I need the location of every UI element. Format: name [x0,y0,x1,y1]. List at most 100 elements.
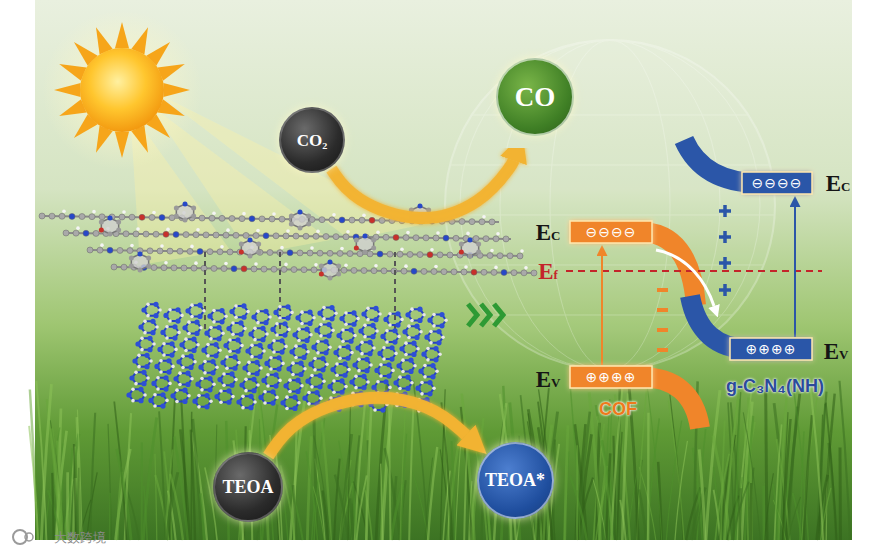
atom [245,348,250,353]
atom [310,374,314,378]
atom [207,249,213,255]
atom [188,354,193,359]
atom [251,266,257,272]
charge-symbols: ⊕⊕⊕⊕ [746,341,797,357]
atom [346,230,350,234]
atom [350,351,354,355]
atom [256,229,260,233]
atom [191,348,196,353]
atom [229,371,234,376]
atom [213,232,219,238]
atom [360,352,364,356]
atom [159,370,163,374]
band-edge-label-text: EC [536,221,561,244]
atom [235,349,240,354]
atom [177,331,181,335]
atom [402,329,407,334]
atom [361,374,366,379]
atom [351,310,356,315]
atom [341,328,345,332]
charge-symbols-text: ⊖⊖⊖⊖ [586,225,637,239]
atom [184,349,188,353]
atom [279,338,284,343]
atom [307,402,311,406]
atom [119,214,125,220]
atom [491,269,497,275]
atom [364,368,369,373]
atom [354,246,359,251]
atom [295,389,300,394]
atom [196,228,200,232]
atom [411,268,417,274]
atom [310,385,314,389]
atom [436,340,441,345]
atom [207,314,212,319]
atom [178,383,182,387]
grass-blade [425,458,432,540]
atom [249,216,255,222]
atom [374,264,378,268]
decoration [445,40,775,370]
atom [294,344,298,348]
atom [426,358,430,362]
atom [194,331,199,336]
decoration [500,40,720,370]
atom [76,226,80,230]
decoration [25,533,33,541]
atom [482,215,486,219]
atom [386,362,391,367]
atom [400,247,404,251]
atom [270,327,275,332]
fermi-label: Ef [538,260,558,283]
atom [325,362,329,366]
atom [331,328,335,332]
atom [107,247,113,253]
grass-blade [647,413,650,540]
grass-blade [381,464,383,540]
atom [163,375,168,380]
grass-blade [306,451,317,540]
atom [369,363,373,367]
atom [144,353,149,358]
atom [347,368,351,372]
atom [351,322,356,327]
atom [439,312,444,317]
grass-blade [724,396,738,540]
atom [197,249,203,255]
material-label: COF [599,400,637,418]
atom [138,324,143,329]
grass-blade [565,425,568,540]
atom [304,338,309,343]
grass-blade [143,417,156,540]
atom [206,354,210,358]
atom [207,387,212,392]
atom [400,318,404,322]
atom [259,216,265,222]
grass-blade [357,475,367,540]
atom [434,265,438,269]
grass-blade [367,405,372,540]
atom [330,367,335,372]
atom [143,320,147,324]
product-circle: CO [496,58,574,136]
atom [476,242,481,247]
atom [175,318,180,323]
atom [286,229,290,233]
atom [256,383,260,387]
atom [329,217,335,223]
atom [190,377,194,381]
atom [138,252,143,257]
band-edge-label: EC [826,172,851,195]
grass-blade [765,473,774,540]
atom [253,327,257,331]
atom [126,392,131,397]
atom [323,350,328,355]
grass-blade [307,436,311,540]
grass-blade [52,428,61,540]
atom [328,276,333,281]
atom [122,210,126,214]
atom [69,213,75,219]
atom [174,206,179,211]
atom [327,384,332,389]
atom [226,388,231,393]
